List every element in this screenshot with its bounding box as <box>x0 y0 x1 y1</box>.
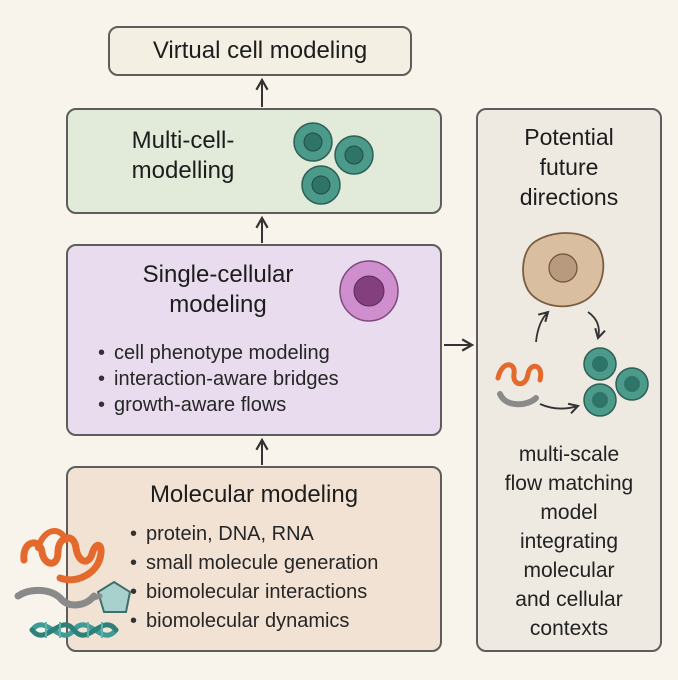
single-cell-bullet-list: cell phenotype modeling interaction-awar… <box>98 340 339 418</box>
future-desc-line: molecular <box>523 559 615 582</box>
future-desc-line: contexts <box>529 617 609 640</box>
future-title-line: directions <box>519 184 619 210</box>
single-cell-box: Single-cellular modeling cell phenotype … <box>66 244 442 436</box>
future-desc-line: integrating <box>519 530 619 553</box>
virtual-cell-title: Virtual cell modeling <box>152 37 368 64</box>
list-item: biomolecular dynamics <box>130 607 378 636</box>
list-item: small molecule generation <box>130 549 378 578</box>
list-item: protein, DNA, RNA <box>130 520 378 549</box>
future-desc-line: model <box>540 501 598 524</box>
green-cell-icon <box>334 135 374 175</box>
arrow-protein-to-green-cells <box>539 402 580 415</box>
future-desc-line: multi-scale <box>518 443 620 466</box>
pentagon-molecule-icon <box>96 580 132 613</box>
multi-cell-box: Multi-cell- modelling <box>66 108 442 214</box>
list-item: cell phenotype modeling <box>98 340 339 366</box>
single-cell-title-line1: Single-cellular <box>142 261 294 288</box>
arrow-protein-to-tan-cell <box>535 310 550 343</box>
protein-icon <box>495 362 544 408</box>
molecular-box: Molecular modeling protein, DNA, RNA sma… <box>66 466 442 652</box>
single-cell-title: Single-cellular modeling <box>68 260 368 320</box>
protein-icon <box>14 528 105 609</box>
multi-cell-title: Multi-cell- modelling <box>68 126 298 186</box>
list-item: interaction-aware bridges <box>98 366 339 392</box>
future-title-line: Potential <box>524 124 614 150</box>
green-cell-icon <box>615 367 649 401</box>
green-cell-icon <box>583 383 617 417</box>
arrow-tan-to-green-cells <box>587 311 606 340</box>
list-item: growth-aware flows <box>98 392 339 418</box>
future-description: multi-scale flow matching model integrat… <box>478 440 660 643</box>
molecular-title: Molecular modeling <box>149 481 359 508</box>
list-item: biomolecular interactions <box>130 578 378 607</box>
green-cell-icon <box>301 165 341 205</box>
multi-cell-title-line2: modelling <box>131 157 235 184</box>
green-cell-icon <box>583 347 617 381</box>
future-title-line: future <box>539 154 599 180</box>
green-cell-icon <box>293 122 333 162</box>
molecular-bullet-list: protein, DNA, RNA small molecule generat… <box>130 520 378 636</box>
virtual-cell-box: Virtual cell modeling <box>108 26 412 76</box>
dna-icon <box>29 622 119 638</box>
future-desc-line: flow matching <box>504 472 634 495</box>
future-desc-line: and cellular <box>515 588 623 611</box>
purple-cell-icon <box>339 260 399 322</box>
tan-cell-icon <box>522 232 605 308</box>
single-cell-title-line2: modeling <box>169 291 267 318</box>
future-directions-title: Potential future directions <box>478 122 660 212</box>
multi-cell-title-line1: Multi-cell- <box>131 127 235 154</box>
